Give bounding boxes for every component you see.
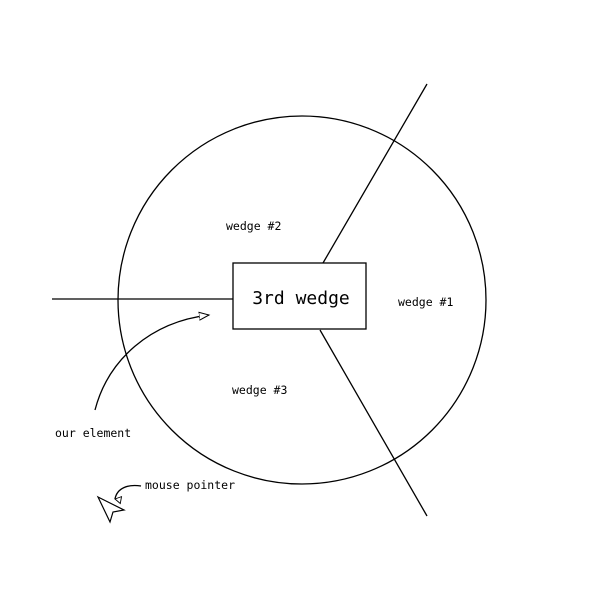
- pie-circle: [117, 115, 487, 485]
- wedge-divider-upper: [322, 83, 428, 264]
- third-wedge-box[interactable]: [232, 262, 367, 330]
- our-element-label: our element: [55, 426, 131, 440]
- pointer-arrow: [114, 484, 142, 505]
- wedge-2-label: wedge #2: [226, 219, 281, 233]
- element-arrow: [94, 315, 209, 411]
- wedge-1-label: wedge #1: [398, 295, 453, 309]
- wedge-divider-lower: [319, 329, 428, 517]
- mouse-pointer-label: mouse pointer: [145, 478, 235, 492]
- wedge-3-label: wedge #3: [232, 383, 287, 397]
- mouse-pointer-icon: [96, 495, 126, 524]
- third-wedge-label: 3rd wedge: [252, 288, 350, 309]
